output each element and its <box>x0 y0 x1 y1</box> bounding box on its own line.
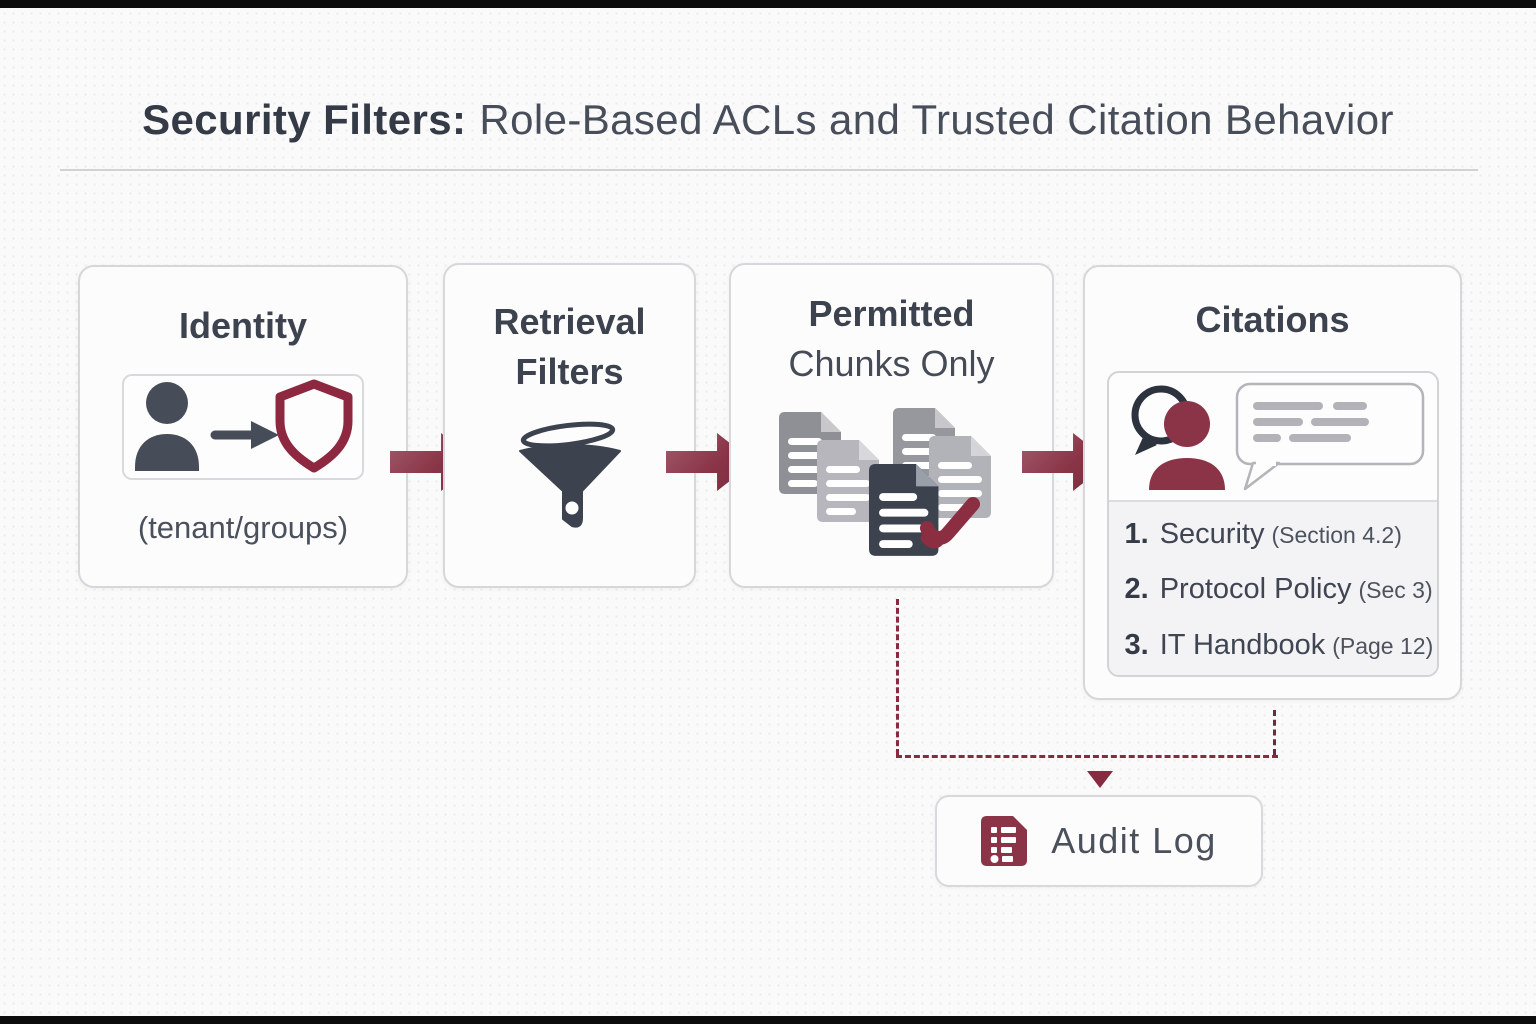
top-black-bar <box>0 0 1536 8</box>
user-arrow-shield-icon <box>133 379 353 475</box>
bottom-black-bar <box>0 1016 1536 1024</box>
user-chat-bubble-icon <box>1117 377 1431 495</box>
identity-icon-card <box>122 373 364 480</box>
page-title-lead: Security Filters: <box>142 96 467 143</box>
dashed-connector-citations <box>1273 710 1276 755</box>
citation-item: 2. Protocol Policy(Sec 3) <box>1124 572 1433 607</box>
citations-title: Citations <box>1195 299 1350 340</box>
citation-number: 1. <box>1124 517 1149 550</box>
citations-card: 1. Security(Section 4.2) 2. Protocol Polic… <box>1106 370 1439 677</box>
retrieval-title-line2: Filters <box>515 350 624 392</box>
citation-name: Security <box>1159 517 1265 550</box>
identity-node: Identity (tenant/groups) <box>78 265 408 588</box>
page-title-rest: Role-Based ACLs and Trusted Citation Beh… <box>479 96 1394 143</box>
permitted-title-line2: Chunks Only <box>788 342 995 384</box>
dashed-connector-permitted <box>896 599 899 755</box>
citation-chat-area <box>1108 373 1437 502</box>
identity-title: Identity <box>178 305 307 346</box>
title-divider <box>60 169 1478 171</box>
audit-log-table-icon <box>981 816 1028 866</box>
citation-ref: (Page 12) <box>1332 632 1434 659</box>
permitted-chunks-node: Permitted Chunks Only <box>729 263 1054 588</box>
down-arrowhead-icon <box>1087 771 1113 788</box>
retrieval-title-line1: Retrieval <box>493 301 646 342</box>
audit-log-node: Audit Log <box>935 795 1263 887</box>
audit-log-label: Audit Log <box>1051 820 1217 861</box>
citation-item: 3. IT Handbook(Page 12) <box>1124 628 1434 663</box>
retrieval-filters-node: Retrieval Filters <box>443 263 696 588</box>
page-title: Security Filters: Role-Based ACLs and Tru… <box>0 96 1536 144</box>
citation-number: 3. <box>1124 628 1149 661</box>
citations-node: Citations <box>1083 265 1462 700</box>
funnel-icon <box>445 418 694 533</box>
citation-name: Protocol Policy <box>1159 573 1352 606</box>
citation-list: 1. Security(Section 4.2) 2. Protocol Polic… <box>1108 501 1437 675</box>
identity-caption: (tenant/groups) <box>137 509 349 545</box>
document-stack-check-icon <box>731 406 1052 558</box>
dashed-connector-horizontal <box>896 755 1278 758</box>
citation-ref: (Section 4.2) <box>1271 521 1402 548</box>
citation-number: 2. <box>1124 573 1149 606</box>
permitted-title-line1: Permitted <box>808 293 975 334</box>
citation-item: 1. Security(Section 4.2) <box>1125 517 1421 552</box>
citation-ref: (Sec 3) <box>1358 577 1433 604</box>
citation-name: IT Handbook <box>1159 628 1326 661</box>
